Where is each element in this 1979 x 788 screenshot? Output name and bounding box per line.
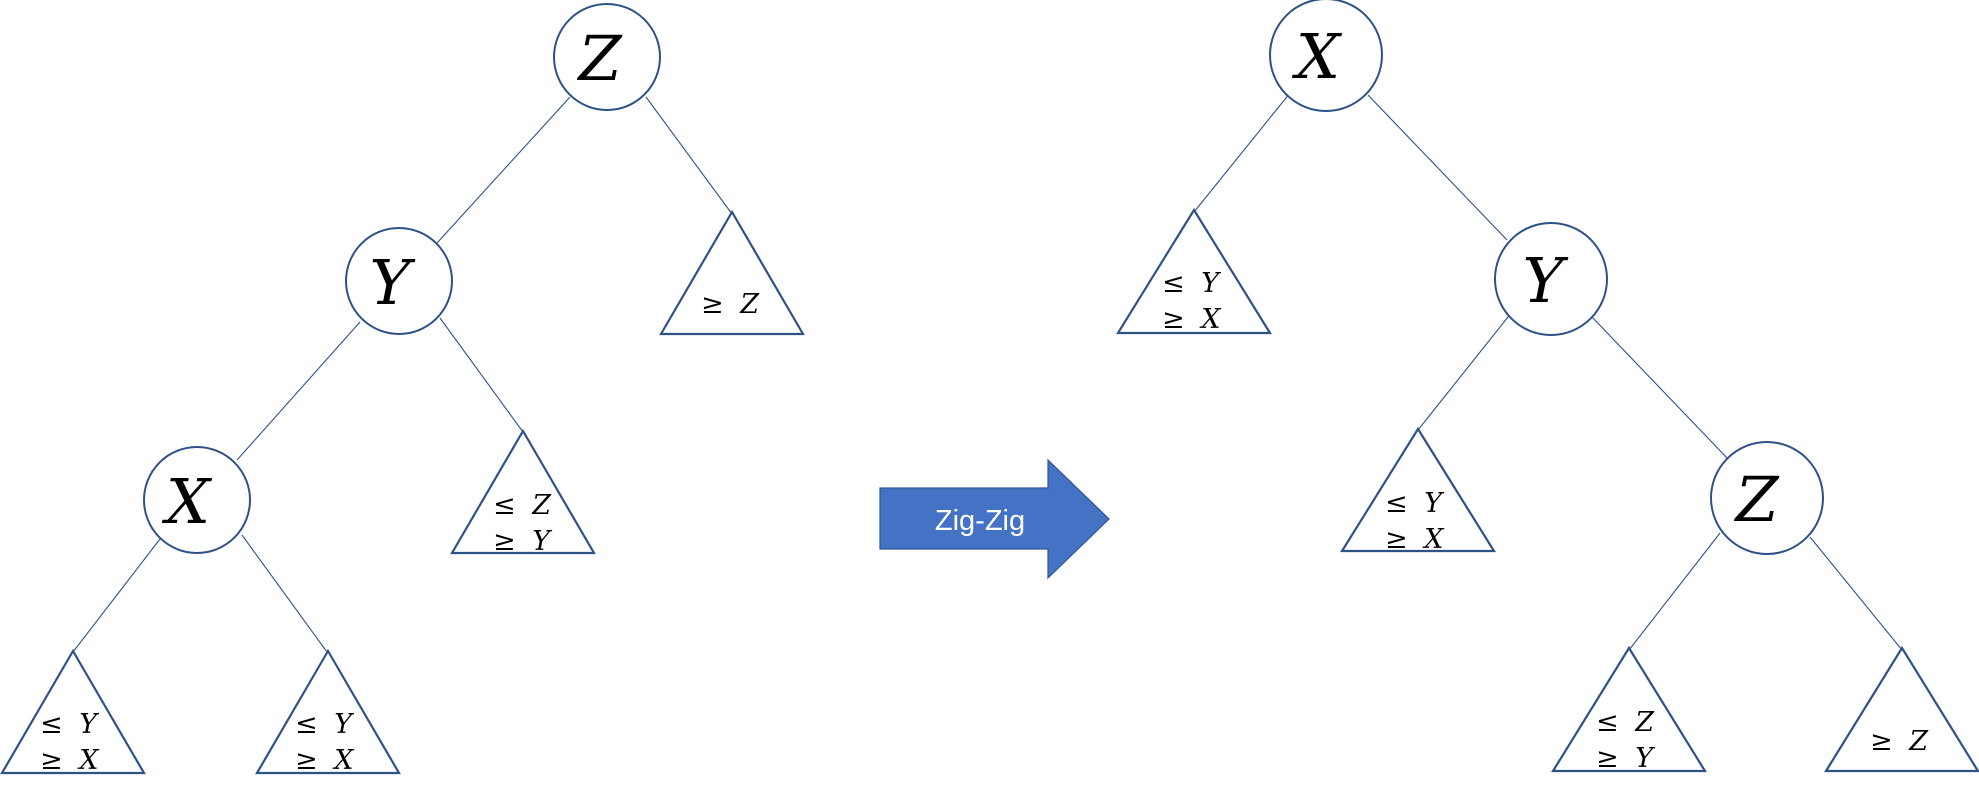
- edge-y-subtree: [1417, 311, 1513, 431]
- edge-x-right-subtree: [241, 534, 328, 653]
- subtree-var: Z: [1634, 707, 1655, 738]
- tree-node-z: Z: [1710, 441, 1824, 555]
- zig-zig-arrow: Zig-Zig: [879, 458, 1110, 580]
- edge-y-z: [1591, 316, 1729, 460]
- subtree-op: ≤: [1162, 268, 1185, 299]
- subtree-op: ≥: [701, 289, 724, 320]
- subtree-op: ≥: [493, 526, 516, 557]
- subtree-op: ≤: [1385, 488, 1408, 519]
- subtree-op: ≥: [1596, 743, 1619, 774]
- subtree-op: ≤: [1596, 707, 1619, 738]
- subtree-var: X: [1199, 304, 1222, 335]
- subtree-var: Z: [739, 289, 760, 320]
- subtree-triangle: ≤ Y ≥ X: [1116, 207, 1272, 335]
- edge-z-left-subtree: [1628, 532, 1721, 651]
- subtree-triangle: ≤ Z ≥ Y: [1551, 645, 1707, 774]
- subtree-var: Y: [1635, 743, 1655, 774]
- svg-text:≥ Z: ≥ Z: [701, 289, 760, 320]
- svg-text:≥ Y: ≥ Y: [493, 526, 552, 557]
- subtree-var: X: [1422, 524, 1445, 555]
- node-label: Y: [370, 246, 416, 319]
- edge-z-subtree: [645, 96, 733, 215]
- edge-x-y: [1367, 94, 1508, 241]
- svg-text:≥ X: ≥ X: [295, 745, 355, 776]
- subtree-var: Y: [334, 709, 354, 740]
- tree-node-x: X: [143, 446, 251, 554]
- svg-text:≤ Y: ≤ Y: [1162, 268, 1221, 299]
- svg-text:≤ Y: ≤ Y: [1385, 488, 1444, 519]
- subtree-var: X: [332, 745, 355, 776]
- subtree-var: Y: [79, 709, 99, 740]
- arrow-label: Zig-Zig: [935, 505, 1025, 537]
- subtree-op: ≥: [1870, 726, 1893, 757]
- subtree-triangle: ≥ Z: [1824, 645, 1979, 773]
- subtree-triangle: ≤ Z ≥ Y: [450, 428, 596, 557]
- node-label: Z: [1733, 463, 1779, 536]
- svg-text:≥ X: ≥ X: [1385, 524, 1445, 555]
- edge-y-x: [236, 321, 361, 461]
- tree-node-y: Y: [345, 227, 453, 335]
- subtree-var: Y: [1201, 268, 1221, 299]
- tree-node-y: Y: [1494, 222, 1608, 336]
- subtree-triangle: ≤ Y ≥ X: [255, 648, 401, 776]
- subtree-var: Y: [532, 526, 552, 557]
- subtree-var: X: [77, 745, 100, 776]
- subtree-op: ≥: [1162, 304, 1185, 335]
- subtree-var: Z: [531, 490, 552, 521]
- tree-node-z: Z: [553, 3, 661, 111]
- before-tree: Z Y X ≥ Z ≤ Z ≥ Y: [0, 3, 805, 776]
- after-tree: X Y Z ≤ Y ≥ X ≤ Y: [1116, 0, 1979, 774]
- subtree-triangle: ≥ Z: [659, 209, 805, 336]
- svg-text:≥ X: ≥ X: [1162, 304, 1222, 335]
- subtree-op: ≤: [295, 709, 318, 740]
- edge-z-right-subtree: [1809, 536, 1903, 651]
- subtree-op: ≥: [295, 745, 318, 776]
- subtree-triangle: ≤ Y ≥ X: [0, 648, 146, 776]
- subtree-var: Y: [1424, 488, 1444, 519]
- node-label: X: [1292, 20, 1343, 93]
- subtree-triangle: ≤ Y ≥ X: [1340, 426, 1496, 555]
- subtree-op: ≤: [40, 709, 63, 740]
- svg-text:≥ Z: ≥ Z: [1870, 726, 1929, 757]
- node-label: Z: [576, 22, 622, 95]
- subtree-op: ≤: [493, 490, 516, 521]
- subtree-op: ≥: [40, 745, 63, 776]
- node-label: X: [162, 465, 213, 538]
- subtree-op: ≥: [1385, 524, 1408, 555]
- tree-node-x: X: [1269, 0, 1383, 112]
- edge-y-subtree: [439, 317, 524, 433]
- svg-text:≤ Y: ≤ Y: [295, 709, 354, 740]
- subtree-var: Z: [1908, 726, 1929, 757]
- svg-text:≤ Z: ≤ Z: [493, 490, 552, 521]
- node-label: Y: [1523, 244, 1569, 317]
- svg-text:≤ Y: ≤ Y: [40, 709, 99, 740]
- svg-text:≥ X: ≥ X: [40, 745, 100, 776]
- svg-text:≤ Z: ≤ Z: [1596, 707, 1655, 738]
- edge-z-y: [436, 96, 571, 244]
- svg-text:≥ Y: ≥ Y: [1596, 743, 1655, 774]
- edge-x-left-subtree: [72, 538, 161, 653]
- edge-x-subtree: [1193, 92, 1291, 213]
